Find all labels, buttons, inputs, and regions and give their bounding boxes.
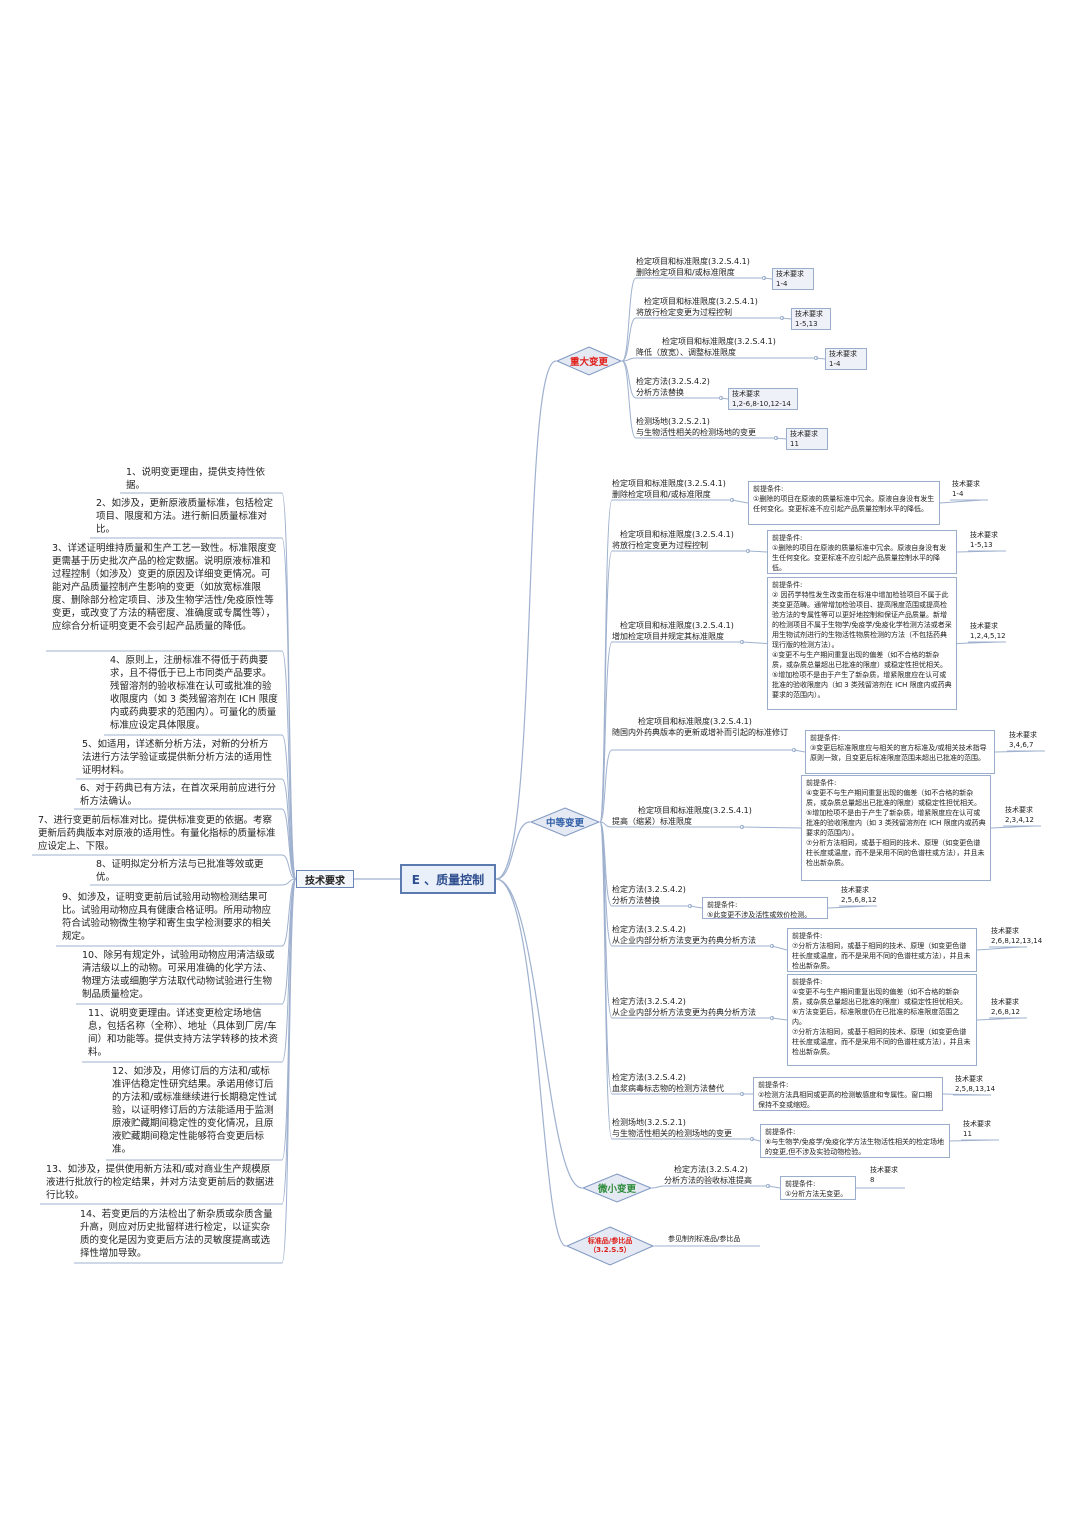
- major-item-title[interactable]: 检定方法(3.2.S.4.2): [636, 377, 710, 386]
- moderate-item-title[interactable]: 检定项目和标准限度(3.2.S.4.1): [620, 530, 734, 539]
- moderate-item-subtitle[interactable]: 随国内外药典版本的更新或增补而引起的标准修订: [612, 728, 788, 737]
- moderate-item-title[interactable]: 检定项目和标准限度(3.2.S.4.1): [638, 806, 752, 815]
- minor-change-node[interactable]: 微小变更: [581, 1173, 653, 1203]
- major-tech-requirement-box[interactable]: 技术要求 1-4: [825, 348, 867, 370]
- minor-change-label: 微小变更: [597, 1184, 636, 1195]
- moderate-precondition-box[interactable]: 前提条件: ④变更不与生产期间重复出现的偏差（如不合格的新杂质，或杂质总量超出已…: [801, 775, 991, 881]
- moderate-item-title[interactable]: 检定方法(3.2.S.4.2): [612, 925, 686, 934]
- tech-requirement-item[interactable]: 7、进行变更前后标准对比。提供标准变更的依据。考察更新后药典版本对原液的适用性。…: [38, 815, 276, 852]
- major-tech-requirement-box[interactable]: 技术要求 1-5,13: [791, 308, 831, 330]
- moderate-tech-requirement[interactable]: 技术要求 2,3,4,12: [1005, 806, 1034, 824]
- reference-standard-text[interactable]: 参见制剂标准品/参比品: [668, 1235, 741, 1243]
- center-node[interactable]: E 、质量控制: [400, 864, 496, 894]
- tech-requirement-item[interactable]: 11、说明变更理由。详述变更检定场地信息，包括名称（全称）、地址（具体到厂房/车…: [88, 1008, 279, 1058]
- tech-requirement-item[interactable]: 6、对于药典已有方法，在首次采用前应进行分析方法确认。: [80, 783, 277, 807]
- moderate-item-subtitle[interactable]: 提高（缩紧）标准限度: [612, 817, 692, 826]
- tech-requirement-item[interactable]: 14、若变更后的方法检出了新杂质或杂质含量升高，则应对历史批留样进行检定，以证实…: [80, 1209, 273, 1259]
- moderate-precondition-box[interactable]: 前提条件: ①删除的项目在原液的质量标准中冗余。原液自身没有发生任何变化。变更标…: [767, 530, 957, 574]
- moderate-item-title[interactable]: 检定项目和标准限度(3.2.S.4.1): [612, 479, 726, 488]
- major-item-subtitle[interactable]: 分析方法替换: [636, 388, 684, 397]
- tech-requirements-node[interactable]: 技术要求: [296, 870, 354, 888]
- moderate-tech-requirement[interactable]: 技术要求 3,4,6,7: [1009, 731, 1037, 749]
- moderate-item-subtitle[interactable]: 从企业内部分析方法变更为药典分析方法: [612, 936, 756, 945]
- tech-requirement-item[interactable]: 1、说明变更理由，提供支持性依据。: [126, 467, 266, 491]
- moderate-item-subtitle[interactable]: 分析方法替换: [612, 896, 660, 905]
- minor-precondition-box[interactable]: 前提条件: ①分析方法无变更。: [780, 1176, 856, 1200]
- tech-requirement-item[interactable]: 13、如涉及，提供使用新方法和/或对商业生产规模原液进行批放行的检定结果，并对方…: [46, 1164, 275, 1201]
- moderate-precondition-box[interactable]: 前提条件: ⑧与生物学/免疫学/免疫化学方法生物活性相关的检定场地的变更,但不涉…: [760, 1124, 950, 1158]
- major-tech-requirement-box[interactable]: 技术要求 11: [786, 428, 828, 450]
- moderate-tech-requirement[interactable]: 技术要求 2,6,8,12,13,14: [991, 927, 1043, 945]
- moderate-item-subtitle[interactable]: 增加检定项目并规定其标准限度: [612, 632, 724, 641]
- moderate-precondition-box[interactable]: 前提条件: ⑤此变更不涉及活性或效价检测。: [702, 897, 828, 919]
- moderate-precondition-box[interactable]: 前提条件: ②检测方法具相同或更高的检测敏感度和专属性。窗口期保持不变或缩短。: [753, 1077, 943, 1111]
- major-item-subtitle[interactable]: 降低（放宽）、调整标准限度: [636, 348, 736, 357]
- moderate-item-title[interactable]: 检定项目和标准限度(3.2.S.4.1): [620, 621, 734, 630]
- moderate-item-subtitle[interactable]: 从企业内部分析方法变更为药典分析方法: [612, 1008, 756, 1017]
- major-change-node[interactable]: 重大变更: [555, 346, 623, 376]
- moderate-tech-requirement[interactable]: 技术要求 1-4: [952, 480, 980, 498]
- moderate-item-title[interactable]: 检定方法(3.2.S.4.2): [612, 997, 686, 1006]
- major-tech-requirement-box[interactable]: 技术要求 1,2-6,8-10,12-14: [728, 388, 798, 410]
- moderate-tech-requirement[interactable]: 技术要求 2,5,8,13,14: [955, 1075, 996, 1093]
- moderate-tech-requirement[interactable]: 技术要求 11: [963, 1120, 991, 1138]
- moderate-item-title[interactable]: 检测场地(3.2.S.2.1): [612, 1118, 686, 1127]
- moderate-change-label: 中等变更: [545, 818, 584, 829]
- moderate-change-node[interactable]: 中等变更: [529, 807, 601, 837]
- major-item-title[interactable]: 检定项目和标准限度(3.2.S.4.1): [662, 337, 776, 346]
- moderate-tech-requirement[interactable]: 技术要求 2,5,6,8,12: [841, 886, 877, 904]
- tech-requirement-item[interactable]: 12、如涉及，用修订后的方法和/或标准评估稳定性研究结果。承诺用修订后的方法和/…: [112, 1066, 277, 1155]
- tech-requirement-item[interactable]: 4、原则上，注册标准不得低于药典要求，且不得低于已上市同类产品要求。残留溶剂的验…: [110, 655, 278, 731]
- moderate-tech-requirement[interactable]: 技术要求 1-5,13: [970, 531, 998, 549]
- moderate-item-title[interactable]: 检定方法(3.2.S.4.2): [612, 885, 686, 894]
- major-item-subtitle[interactable]: 将放行检定变更为过程控制: [636, 308, 732, 317]
- major-item-subtitle[interactable]: 删除检定项目和/或标准限度: [636, 268, 735, 277]
- tech-requirement-item[interactable]: 2、如涉及，更新原液质量标准，包括检定项目、限度和方法。进行新旧质量标准对比。: [96, 498, 274, 535]
- major-item-subtitle[interactable]: 与生物活性相关的检测场地的变更: [636, 428, 756, 437]
- moderate-item-subtitle[interactable]: 将放行检定变更为过程控制: [612, 541, 708, 550]
- moderate-precondition-box[interactable]: 前提条件: ⑦分析方法相同，或基于相同的技术、原理（如变更色谱柱长度或温度，而不…: [787, 928, 977, 972]
- major-tech-requirement-box[interactable]: 技术要求 1-4: [772, 268, 814, 290]
- moderate-tech-requirement[interactable]: 技术要求 1,2,4,5,12: [970, 622, 1006, 640]
- minor-item-subtitle[interactable]: 分析方法的验收标准提高: [664, 1176, 752, 1185]
- minor-item-title[interactable]: 检定方法(3.2.S.4.2): [674, 1165, 748, 1174]
- tech-requirement-item[interactable]: 8、证明拟定分析方法与已批准等效或更优。: [96, 859, 264, 883]
- moderate-item-subtitle[interactable]: 删除检定项目和/或标准限度: [612, 490, 711, 499]
- moderate-precondition-box[interactable]: 前提条件: ④变更不与生产期间重复出现的偏差（如不合格的新杂质，或杂质总量超出已…: [787, 974, 977, 1066]
- moderate-item-title[interactable]: 检定项目和标准限度(3.2.S.4.1): [638, 717, 752, 726]
- major-change-label: 重大变更: [569, 357, 608, 368]
- reference-standard-label: 标准品/参比品 （3.2.S.5）: [587, 1237, 633, 1254]
- minor-tech-requirement[interactable]: 技术要求 8: [870, 1166, 898, 1184]
- tech-requirement-item[interactable]: 5、如适用，详述新分析方法，对新的分析方法进行方法学验证或提供新分析方法的适用性…: [82, 739, 273, 776]
- tech-requirement-item[interactable]: 3、详述证明维持质量和生产工艺一致性。标准限度变更需基于历史批次产品的检定数据。…: [52, 543, 277, 632]
- major-item-title[interactable]: 检定项目和标准限度(3.2.S.4.1): [644, 297, 758, 306]
- moderate-precondition-box[interactable]: 前提条件: ③变更后标准限度应与相关的官方标准及/或相关技术指导原则一致，且变更…: [805, 730, 995, 774]
- moderate-tech-requirement[interactable]: 技术要求 2,6,8,12: [991, 998, 1020, 1016]
- reference-standard-node[interactable]: 标准品/参比品 （3.2.S.5）: [565, 1226, 655, 1266]
- major-item-title[interactable]: 检定项目和标准限度(3.2.S.4.1): [636, 257, 750, 266]
- moderate-precondition-box[interactable]: 前提条件: ② 因药学特性发生改变而在标准中增加检验项目不属于此类变更范畴。通常…: [767, 577, 957, 710]
- tech-requirement-item[interactable]: 9、如涉及，证明变更前后试验用动物检测结果可比。试验用动物应具有健康合格证明。所…: [62, 892, 272, 942]
- moderate-item-subtitle[interactable]: 血浆病毒标志物的检测方法替代: [612, 1084, 724, 1093]
- major-item-title[interactable]: 检测场地(3.2.S.2.1): [636, 417, 710, 426]
- moderate-item-subtitle[interactable]: 与生物活性相关的检测场地的变更: [612, 1129, 732, 1138]
- tech-requirement-item[interactable]: 10、除另有规定外，试验用动物应用清洁级或清洁级以上的动物。可采用准确的化学方法…: [82, 950, 275, 1000]
- moderate-item-title[interactable]: 检定方法(3.2.S.4.2): [612, 1073, 686, 1082]
- moderate-precondition-box[interactable]: 前提条件: ①删除的项目在原液的质量标准中冗余。原液自身没有发生任何变化。变更标…: [748, 481, 940, 525]
